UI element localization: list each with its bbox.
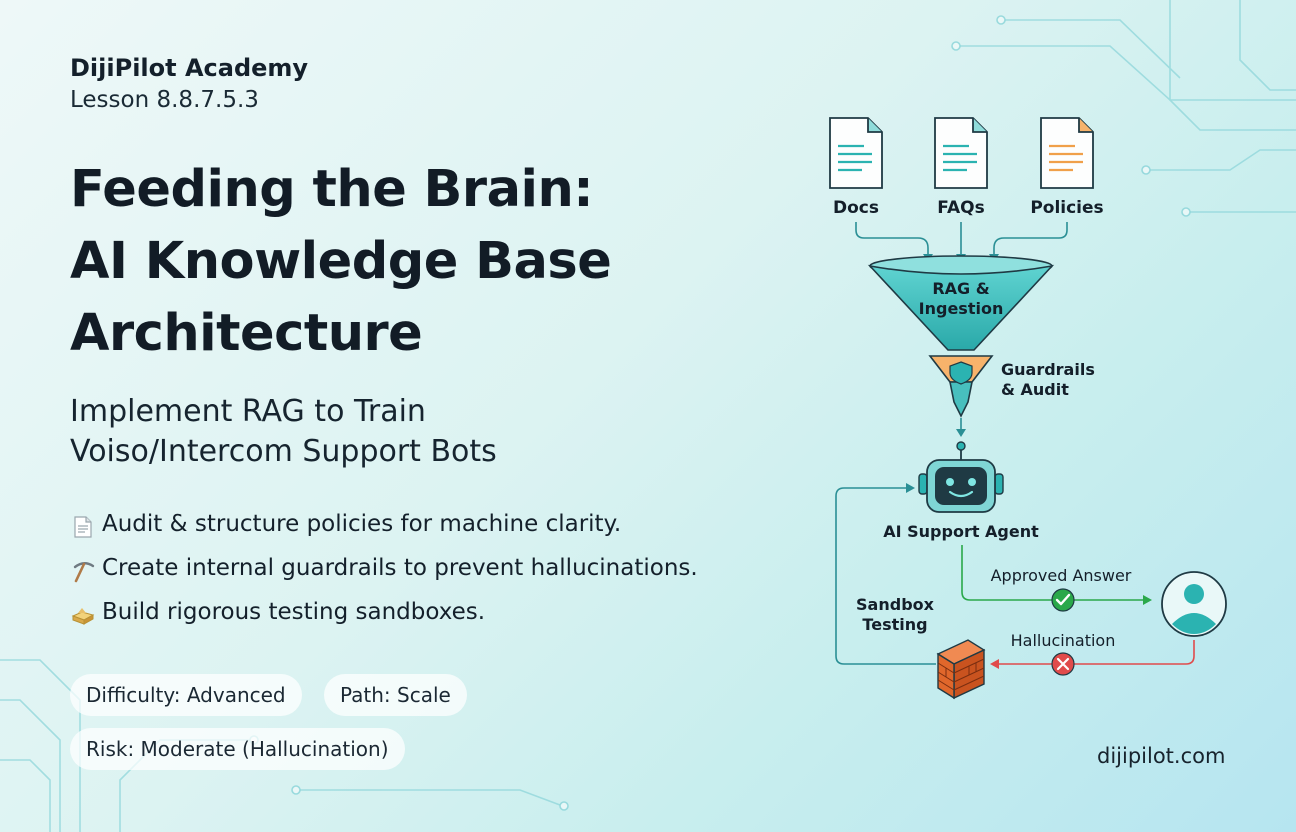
policies-label: Policies	[1030, 198, 1103, 218]
risk-pill: Risk: Moderate (Hallucination)	[70, 728, 405, 770]
robot-icon	[918, 441, 1004, 513]
title-line: AI Knowledge Base	[70, 232, 612, 291]
funnel-icon	[867, 255, 1055, 418]
left-column: DijiPilot Academy Lesson 8.8.7.5.3 Feedi…	[70, 52, 760, 634]
funnel-label-line: Ingestion	[919, 299, 1004, 318]
bullet-item: Build rigorous testing sandboxes.	[70, 590, 760, 634]
bullet-item: Audit & structure policies for machine c…	[70, 502, 760, 546]
brand-name: DijiPilot Academy	[70, 54, 309, 82]
faqs-document-icon	[934, 117, 988, 189]
subtitle-line: Implement RAG to Train	[70, 394, 426, 429]
bullet-text: Create internal guardrails to prevent ha…	[102, 555, 698, 581]
pickaxe-icon	[70, 555, 96, 583]
bullet-item: Create internal guardrails to prevent ha…	[70, 546, 760, 590]
docs-document-icon	[829, 117, 883, 189]
policies-document-icon	[1040, 117, 1094, 189]
page-title: Feeding the Brain: AI Knowledge Base Arc…	[70, 154, 760, 370]
bullet-text: Audit & structure policies for machine c…	[102, 511, 622, 537]
source-connectors	[855, 222, 1068, 258]
hallucination-label: Hallucination	[1011, 631, 1116, 650]
brick-wall-icon	[936, 639, 986, 700]
sandbox-label-line: Sandbox	[856, 595, 935, 614]
sandbox-icon	[70, 599, 96, 625]
user-avatar-icon	[1161, 571, 1227, 637]
shield-icon	[949, 361, 973, 385]
title-line: Feeding the Brain:	[70, 160, 594, 219]
check-icon	[1051, 588, 1075, 612]
bullet-text: Build rigorous testing sandboxes.	[102, 599, 486, 625]
difficulty-pill: Difficulty: Advanced	[70, 674, 302, 716]
path-pill: Path: Scale	[324, 674, 467, 716]
guardrails-label-line: & Audit	[1001, 380, 1069, 399]
website-url: dijipilot.com	[1097, 744, 1226, 768]
document-icon	[70, 511, 96, 538]
x-icon	[1051, 652, 1075, 676]
faqs-label: FAQs	[937, 198, 984, 218]
approved-label: Approved Answer	[991, 566, 1132, 585]
sandbox-label-line: Testing	[862, 615, 927, 634]
title-line: Architecture	[70, 304, 423, 363]
subtitle-line: Voiso/Intercom Support Bots	[70, 434, 497, 469]
funnel-label-line: RAG &	[932, 279, 989, 298]
subtitle: Implement RAG to Train Voiso/Intercom Su…	[70, 392, 760, 472]
docs-label: Docs	[833, 198, 879, 218]
guardrails-label-line: Guardrails	[1001, 360, 1095, 379]
bullet-list: Audit & structure policies for machine c…	[70, 502, 760, 634]
agent-label: AI Support Agent	[883, 522, 1039, 541]
lesson-number: Lesson 8.8.7.5.3	[70, 87, 259, 113]
